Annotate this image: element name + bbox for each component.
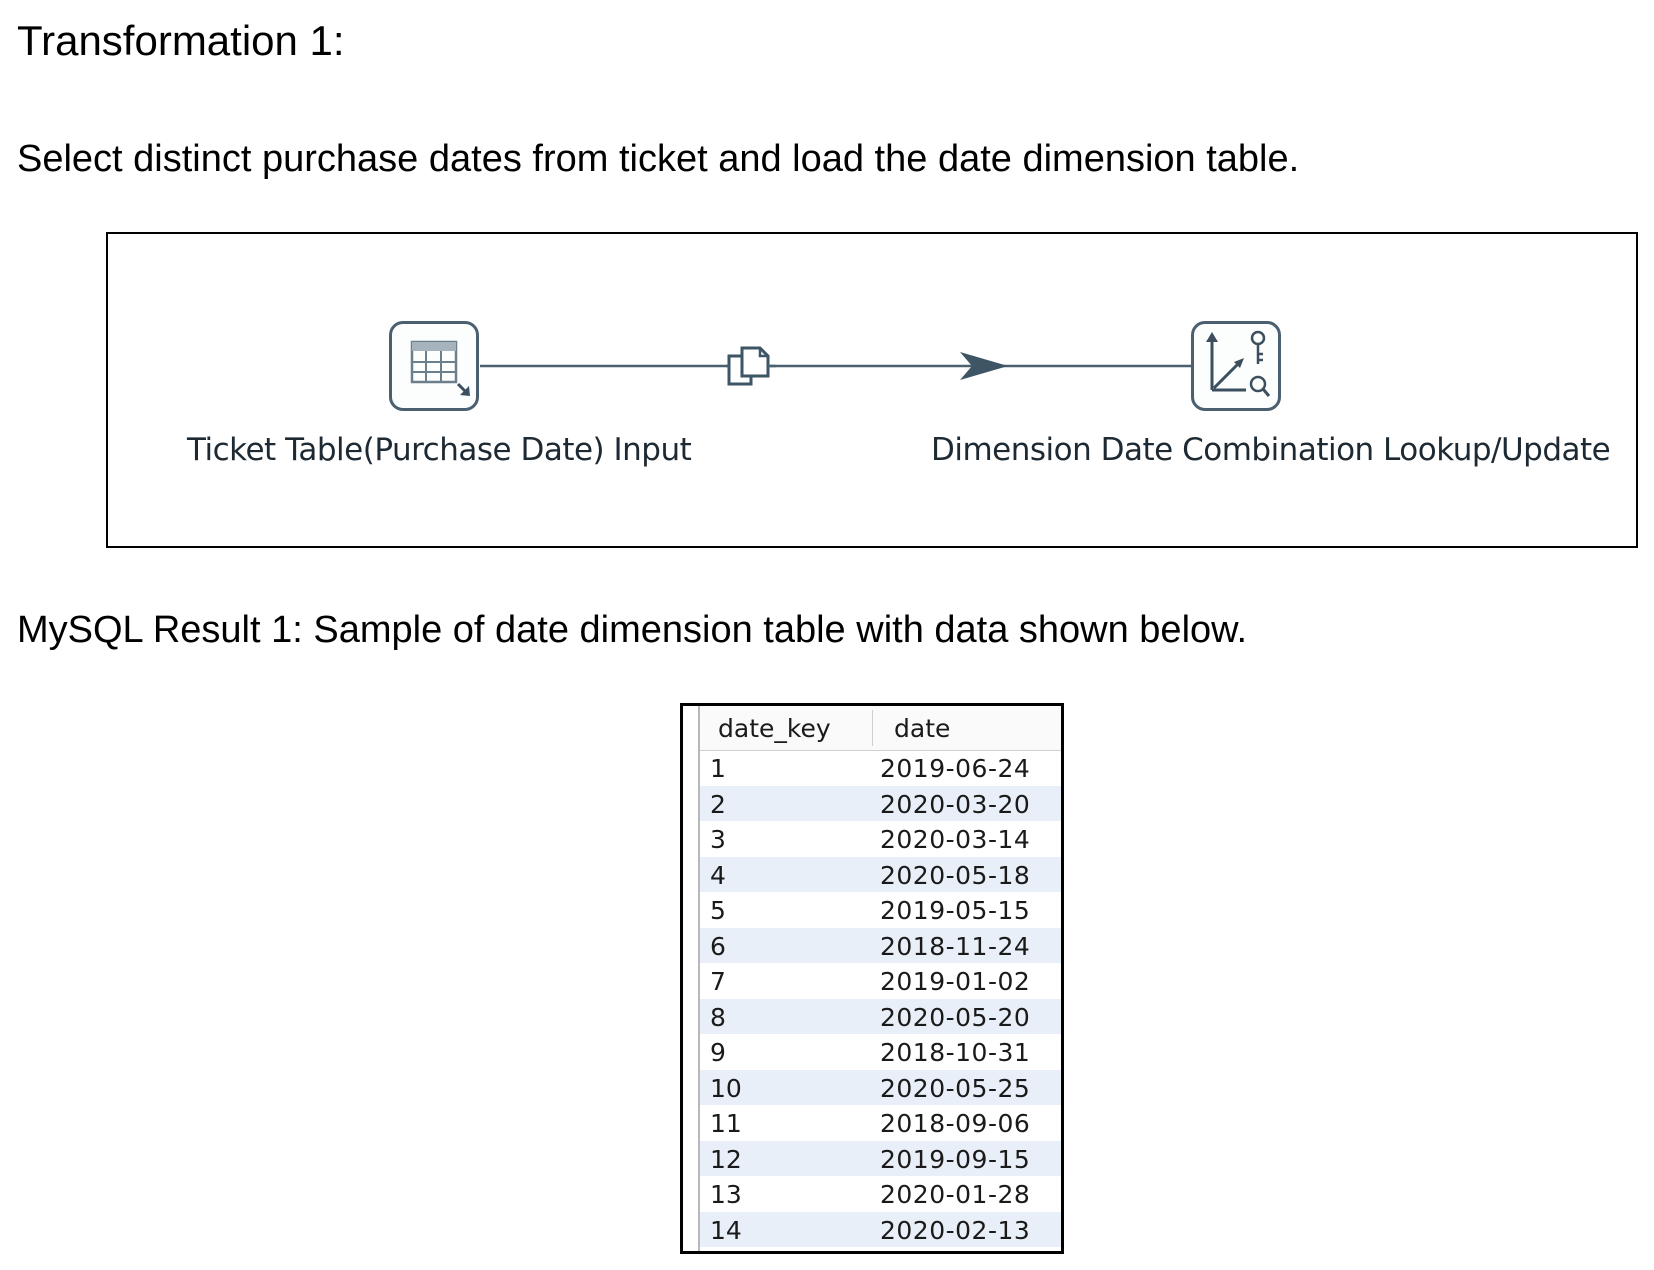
cell-date: 2020-01-28 — [880, 1180, 1031, 1209]
combination-lookup-update-icon — [1206, 330, 1271, 397]
table-row[interactable]: 1 2019-06-24 — [700, 750, 1061, 786]
cell-date-key: 2 — [710, 789, 726, 819]
cell-date-key: 9 — [710, 1038, 726, 1067]
cell-date: 2020-03-20 — [880, 789, 1031, 819]
table-row[interactable]: 9 2018-10-31 — [700, 1034, 1061, 1070]
cell-date: 2020-05-20 — [880, 1002, 1031, 1032]
transformation-description: Select distinct purchase dates from tick… — [17, 138, 1300, 180]
table-row[interactable]: 2 2020-03-20 — [700, 785, 1061, 821]
cell-date: 2019-09-15 — [880, 1144, 1031, 1174]
hop-arrow-icon — [960, 352, 1008, 380]
cell-date: 2018-10-31 — [880, 1038, 1031, 1067]
table-row[interactable]: 8 2020-05-20 — [700, 998, 1061, 1034]
table-row[interactable]: 5 2019-05-15 — [700, 892, 1061, 928]
table-input-icon — [410, 340, 470, 396]
cell-date: 2020-05-25 — [880, 1073, 1031, 1103]
cell-date-key: 13 — [710, 1180, 742, 1209]
date-dimension-table: date_key date 1 2019-06-24 2 2020-03-20 3 202… — [680, 703, 1064, 1254]
input-step-label: Ticket Table(Purchase Date) Input — [187, 432, 692, 468]
section-heading: Transformation 1: — [17, 17, 345, 64]
table-row[interactable]: 11 2018-09-06 — [700, 1105, 1061, 1141]
output-step-label: Dimension Date Combination Lookup/Update — [931, 432, 1611, 468]
result-caption: MySQL Result 1: Sample of date dimension… — [17, 609, 1248, 651]
cell-date-key: 6 — [710, 931, 726, 961]
cell-date-key: 14 — [710, 1215, 742, 1245]
column-divider — [872, 710, 873, 746]
table-row[interactable]: 4 2020-05-18 — [700, 856, 1061, 892]
column-header-date-key[interactable]: date_key — [718, 714, 831, 743]
table-row[interactable]: 14 2020-02-13 — [700, 1211, 1061, 1247]
cell-date: 2020-05-18 — [880, 860, 1031, 890]
copy-rows-icon[interactable] — [726, 344, 776, 388]
cell-date: 2019-05-15 — [880, 896, 1031, 925]
table-row[interactable]: 12 2019-09-15 — [700, 1140, 1061, 1176]
cell-date: 2018-11-24 — [880, 931, 1031, 961]
cell-date: 2018-09-06 — [880, 1109, 1031, 1138]
cell-date: 2020-02-13 — [880, 1215, 1031, 1245]
table-row[interactable]: 3 2020-03-14 — [700, 821, 1061, 857]
table-row[interactable]: 6 2018-11-24 — [700, 927, 1061, 963]
column-header-date[interactable]: date — [894, 714, 951, 743]
hop-lines — [480, 352, 1227, 380]
cell-date-key: 8 — [710, 1002, 726, 1032]
cell-date-key: 7 — [710, 967, 726, 996]
table-row[interactable]: 13 2020-01-28 — [700, 1176, 1061, 1212]
combination-lookup-update-step[interactable] — [1191, 321, 1281, 411]
cell-date-key: 4 — [710, 860, 726, 890]
cell-date: 2019-06-24 — [880, 754, 1031, 783]
table-input-step[interactable] — [389, 321, 479, 411]
cell-date-key: 5 — [710, 896, 726, 925]
cell-date-key: 12 — [710, 1144, 742, 1174]
cell-date-key: 1 — [710, 754, 726, 783]
cell-date-key: 11 — [710, 1109, 742, 1138]
transformation-diagram: Ticket Table(Purchase Date) Input Dimens… — [106, 232, 1638, 548]
table-grid: date_key date 1 2019-06-24 2 2020-03-20 3 202… — [698, 706, 1061, 1251]
cell-date: 2019-01-02 — [880, 967, 1031, 996]
cell-date: 2020-03-14 — [880, 825, 1031, 854]
table-header: date_key date — [700, 706, 1061, 751]
table-row[interactable]: 7 2019-01-02 — [700, 963, 1061, 999]
cell-date-key: 3 — [710, 825, 726, 854]
cell-date-key: 10 — [710, 1073, 742, 1103]
table-row[interactable]: 10 2020-05-25 — [700, 1069, 1061, 1105]
